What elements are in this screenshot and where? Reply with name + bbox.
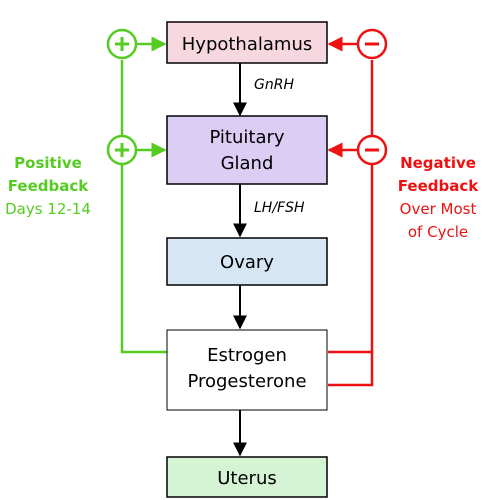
estrogen-label: Estrogen bbox=[207, 345, 287, 366]
positive-feedback-line bbox=[120, 60, 168, 354]
negative-feedback-subtitle-line2: of Cycle bbox=[408, 223, 468, 241]
positive-feedback-loop bbox=[120, 36, 168, 354]
uterus-node: Uterus bbox=[166, 456, 328, 498]
ovary-label: Ovary bbox=[220, 252, 274, 273]
hypothalamus-node: Hypothalamus bbox=[166, 21, 328, 64]
negative-feedback-caption: Negative Feedback Over Most of Cycle bbox=[398, 154, 479, 241]
hypothalamus-label: Hypothalamus bbox=[182, 34, 312, 55]
negative-feedback-title-line2: Feedback bbox=[398, 177, 479, 195]
pituitary-label-line2: Gland bbox=[221, 153, 274, 174]
negative-feedback-subtitle-line1: Over Most bbox=[400, 200, 477, 218]
negative-feedback-loop bbox=[327, 36, 374, 387]
negative-feedback-title-line1: Negative bbox=[400, 154, 476, 172]
pituitary-label-line1: Pituitary bbox=[209, 127, 284, 148]
positive-feedback-title-line1: Positive bbox=[14, 154, 82, 172]
positive-feedback-title-line2: Feedback bbox=[8, 177, 89, 195]
uterus-label: Uterus bbox=[217, 468, 277, 489]
minus-icon bbox=[356, 28, 388, 60]
pituitary-node: Pituitary Gland bbox=[166, 115, 328, 185]
positive-feedback-subtitle: Days 12-14 bbox=[5, 200, 91, 218]
lh-fsh-label: LH/FSH bbox=[254, 200, 305, 216]
positive-feedback-caption: Positive Feedback Days 12-14 bbox=[5, 154, 91, 218]
progesterone-label: Progesterone bbox=[187, 371, 306, 392]
plus-icon bbox=[106, 28, 138, 60]
gnrh-label: GnRH bbox=[254, 77, 294, 93]
hormones-node: Estrogen Progesterone bbox=[166, 329, 328, 411]
plus-icon bbox=[106, 134, 138, 166]
ovary-node: Ovary bbox=[166, 237, 328, 286]
negative-feedback-line bbox=[328, 60, 374, 387]
minus-icon bbox=[356, 134, 388, 166]
